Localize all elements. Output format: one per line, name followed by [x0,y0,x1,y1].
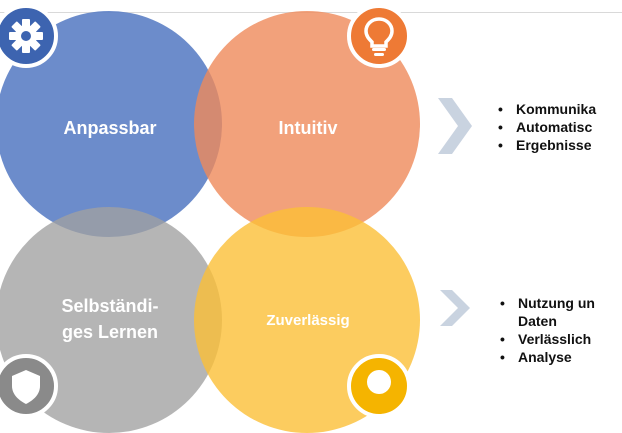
list-item: Automatisc [494,118,596,136]
list-item: Kommunika [494,100,596,118]
label-zuverlaessig: Zuverlässig [266,312,350,329]
lightbulb-badge [347,4,411,68]
label-line: ges Lernen [61,322,159,342]
label-anpassbar: Anpassbar [63,118,157,138]
label-selbstaendiges-lernen: Selbständi- ges Lernen [30,293,190,345]
list-item: Nutzung un Daten [496,294,595,330]
feature-list-bottom: Nutzung un Daten Verlässlich Analyse [496,294,595,366]
lightbulb-icon [364,17,394,56]
list-item-text: Daten [518,313,557,329]
badge-icon [367,370,391,394]
gear-badge [0,4,58,68]
list-item: Analyse [496,348,595,366]
chevron-right-icon [438,98,472,154]
gold-badge [347,354,411,418]
list-item: Ergebnisse [494,136,596,154]
shield-badge [0,354,58,418]
diagram: Anpassbar Intuitiv Selbständi- ges Lerne… [0,0,622,385]
label-line: Selbständi- [61,296,159,316]
label-intuitiv: Intuitiv [278,118,338,138]
shield-icon [12,370,40,404]
feature-list-top: Kommunika Automatisc Ergebnisse [494,100,596,154]
chevron-right-icon [440,290,470,326]
gear-icon [9,19,43,53]
list-item: Verlässlich [496,330,595,348]
list-item-text: Nutzung un [518,295,595,311]
